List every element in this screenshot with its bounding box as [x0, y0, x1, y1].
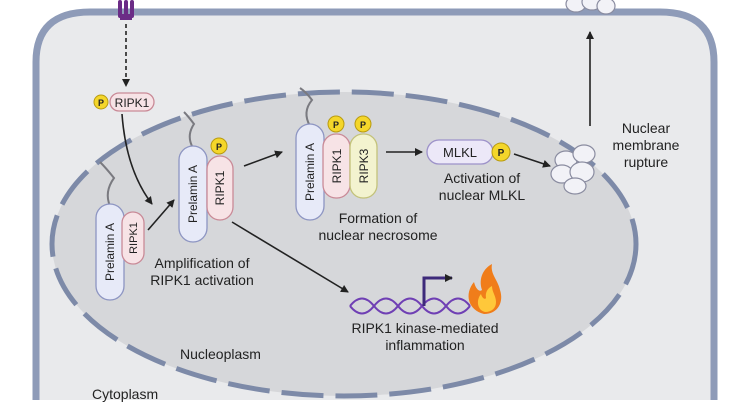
- activation-caption: Activation of nuclear MLKL: [418, 170, 546, 204]
- phospho-label-3b: P: [360, 120, 366, 130]
- mlkl-pore-icon: [550, 144, 596, 195]
- formation-line-1: Formation of: [338, 210, 418, 226]
- prelamin-a-label-1: Prelamin A: [103, 223, 117, 281]
- inflammation-line-1: RIPK1 kinase-mediated: [351, 320, 499, 336]
- amplification-line-1: Amplification of: [154, 255, 250, 271]
- transcription-arrow-icon: [422, 274, 453, 306]
- dna-helix-icon: [349, 297, 471, 315]
- mlkl-label: MLKL: [443, 145, 477, 160]
- inflammation-arrow: [231, 221, 349, 293]
- nucleoplasm-label: Nucleoplasm: [180, 346, 261, 362]
- activation-line-1: Activation of: [443, 170, 521, 186]
- phospho-label-2: P: [216, 142, 222, 152]
- amplification-arrow: [147, 199, 175, 231]
- prelamin-tail-1: [99, 161, 116, 207]
- ripk1-pill-2: [206, 155, 234, 221]
- phospho-badge-3b: [354, 115, 372, 133]
- ripk1-import-arrow: [121, 113, 153, 205]
- formation-caption: Formation of nuclear necrosome: [300, 210, 456, 244]
- phospho-label-mlkl: P: [498, 148, 505, 159]
- ripk1-cyto-label: RIPK1: [115, 96, 150, 110]
- phospho-label-cyto: P: [98, 98, 104, 108]
- ripk1-label-2: RIPK1: [213, 170, 227, 205]
- ripk1-cyto-pill: [109, 92, 155, 112]
- ripk1-label-1: RIPK1: [128, 222, 140, 254]
- formation-line-2: nuclear necrosome: [318, 227, 438, 243]
- plasma-membrane-pore-icon: [565, 0, 616, 15]
- phospho-badge-2: [210, 137, 228, 155]
- nuclear-envelope: [49, 89, 639, 399]
- phospho-badge-mlkl: [491, 142, 511, 162]
- rupture-caption: Nuclear membrane rupture: [604, 120, 688, 171]
- cytoplasm-label: Cytoplasm: [92, 386, 159, 402]
- amplification-caption: Amplification of RIPK1 activation: [140, 255, 264, 289]
- ripk1-pill-1: [121, 211, 145, 265]
- necrosome-formation-arrow: [243, 150, 283, 167]
- activation-line-2: nuclear MLKL: [438, 187, 526, 203]
- phospho-badge-3a: [327, 115, 345, 133]
- prelamin-tail-2: [183, 111, 196, 149]
- flame-icon: [468, 264, 502, 314]
- rupture-line-3: rupture: [623, 154, 669, 170]
- ripk3-label-3: RIPK3: [357, 148, 371, 183]
- phospho-label-3a: P: [333, 120, 339, 130]
- ripk3-pill-3: [349, 133, 378, 199]
- inflammation-caption: RIPK1 kinase-mediated inflammation: [340, 320, 510, 354]
- mlkl-to-pore-arrow: [513, 153, 551, 168]
- membrane-receptor: [118, 0, 134, 20]
- amplification-line-2: RIPK1 activation: [150, 272, 254, 288]
- rupture-line-1: Nuclear: [621, 120, 671, 136]
- prelamin-a-label-3: Prelamin A: [303, 143, 317, 201]
- inflammation-line-2: inflammation: [385, 337, 465, 353]
- rupture-line-2: membrane: [612, 137, 680, 153]
- prelamin-tail-3: [299, 87, 314, 127]
- prelamin-a-label-2: Prelamin A: [186, 165, 200, 223]
- phospho-badge-cyto: [93, 94, 109, 110]
- ripk1-label-3: RIPK1: [330, 148, 344, 183]
